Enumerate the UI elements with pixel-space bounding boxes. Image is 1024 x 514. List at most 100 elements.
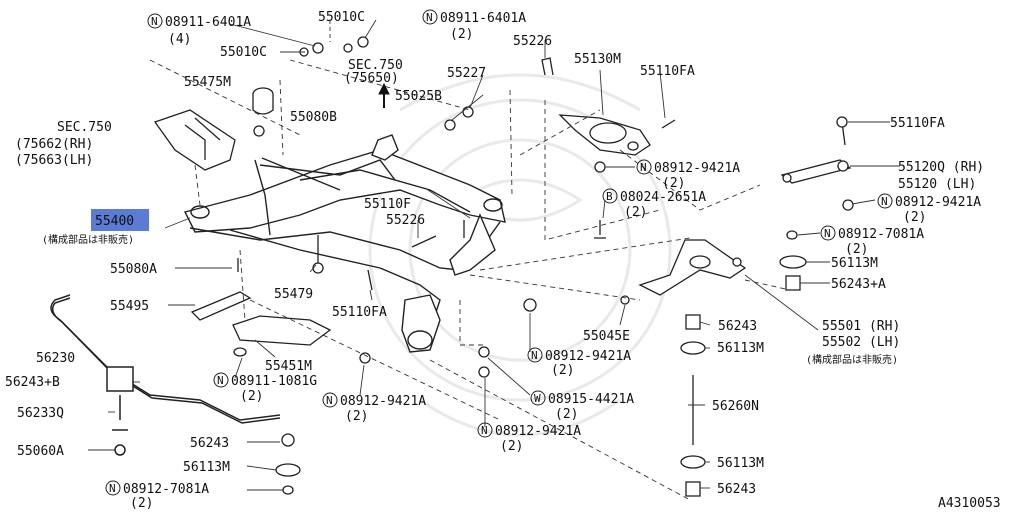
- link-55120q: [780, 116, 854, 211]
- label-56243-a: 56243+A: [831, 277, 886, 292]
- note-not-sold: (構成部品は非販売): [42, 233, 134, 246]
- brackets-lower: [190, 235, 332, 495]
- prefix-w: W: [534, 392, 541, 405]
- label-55080b: 55080B: [290, 110, 337, 125]
- label-56113m-a: 56113M: [831, 256, 878, 271]
- n-circle-icon: [147, 13, 163, 29]
- label-55110fa-mid: 55110FA: [332, 305, 387, 320]
- label-55080a: 55080A: [110, 262, 157, 277]
- bracket-sec750: [153, 109, 236, 171]
- label-55130m: 55130M: [574, 52, 621, 67]
- lower-arm-55501: [620, 239, 747, 305]
- label-56260n: 56260N: [712, 399, 759, 414]
- qty-2: (2): [345, 409, 368, 424]
- part-labels: N 08911-6401A (4) 55010C N 08911-6401A (…: [5, 9, 1001, 511]
- label-55110fa-top: 55110FA: [640, 64, 695, 79]
- mount-55475m: [252, 87, 274, 137]
- label-56243-b-col: 56243: [190, 436, 229, 451]
- label-75663: (75663(LH): [15, 153, 93, 168]
- n-circle-icon: [636, 159, 652, 175]
- label-55010c-mid: 55010C: [220, 45, 267, 60]
- label-08912-7081a-a: 08912-7081A: [838, 227, 924, 242]
- label-75662: (75662(RH): [15, 137, 93, 152]
- label-08911-6401a-left: 08911-6401A: [165, 15, 251, 30]
- qty-2: (2): [500, 439, 523, 454]
- prefix-n: N: [881, 195, 888, 208]
- n-circle-icon: [527, 347, 543, 363]
- label-56243-c: 56243: [717, 482, 756, 497]
- bushings-right: [680, 230, 807, 497]
- label-08912-9421a-a: 08912-9421A: [654, 161, 740, 176]
- label-55110f: 55110F: [364, 197, 411, 212]
- label-55060a: 55060A: [17, 444, 64, 459]
- fasteners: [299, 36, 606, 378]
- label-56233q: 56233Q: [17, 406, 64, 421]
- label-55120: 55120 (LH): [898, 177, 976, 192]
- label-08911-6401a-right: 08911-6401A: [440, 11, 526, 26]
- qty-2: (2): [555, 407, 578, 422]
- label-55010c-top: 55010C: [318, 10, 365, 25]
- prefix-n: N: [151, 15, 158, 28]
- stabilizer-bar-56230: [50, 294, 281, 456]
- label-55451m: 55451M: [265, 359, 312, 374]
- prefix-n: N: [531, 349, 538, 362]
- note-not-sold-2: (構成部品は非販売): [806, 353, 898, 366]
- b-circle-icon: [602, 188, 618, 204]
- qty-2: (2): [240, 389, 263, 404]
- w-circle-icon: [530, 390, 546, 406]
- n-circle-icon: [477, 422, 493, 438]
- label-08911-1081g: 08911-1081G: [231, 374, 317, 389]
- label-55045e: 55045E: [583, 329, 630, 344]
- subframe-assembly: [183, 134, 506, 353]
- qty-2: (2): [662, 176, 685, 191]
- label-55475m: 55475M: [184, 75, 231, 90]
- label-55025b: 55025B: [395, 89, 442, 104]
- label-55502: 55502 (LH): [822, 335, 900, 350]
- prefix-n: N: [481, 424, 488, 437]
- label-56113m-b: 56113M: [717, 341, 764, 356]
- n-circle-icon: [322, 392, 338, 408]
- label-sec750-left: SEC.750: [57, 120, 112, 135]
- label-08912-7081a-b: 08912-7081A: [123, 482, 209, 497]
- prefix-b: B: [606, 190, 613, 203]
- n-circle-icon: [422, 9, 438, 25]
- n-circle-icon: [213, 372, 229, 388]
- label-56230: 56230: [36, 351, 75, 366]
- label-55226-top: 55226: [513, 34, 552, 49]
- label-08912-9421a-c: 08912-9421A: [545, 349, 631, 364]
- label-55110fa-right: 55110FA: [890, 116, 945, 131]
- label-08912-9421a-b: 08912-9421A: [895, 195, 981, 210]
- label-55501: 55501 (RH): [822, 319, 900, 334]
- upper-arm-55130m: [541, 57, 676, 156]
- qty-2: (2): [130, 496, 153, 510]
- prefix-n: N: [824, 227, 831, 240]
- diagram-id: A4310053: [938, 496, 1001, 510]
- qty-2: (2): [551, 363, 574, 378]
- n-circle-icon: [105, 480, 121, 496]
- label-55120q: 55120Q (RH): [898, 160, 984, 175]
- qty-4: (4): [168, 32, 191, 47]
- prefix-n: N: [326, 394, 333, 407]
- n-circle-icon: [820, 225, 836, 241]
- label-56113m-d: 56113M: [183, 460, 230, 475]
- label-56243-b: 56243+B: [5, 375, 60, 390]
- label-55226-mid: 55226: [386, 213, 425, 228]
- qty-2: (2): [845, 242, 868, 257]
- prefix-n: N: [640, 161, 647, 174]
- label-55400: 55400: [95, 214, 134, 229]
- label-08915-4421a: 08915-4421A: [548, 392, 634, 407]
- n-circle-icon: [877, 193, 893, 209]
- label-55227: 55227: [447, 66, 486, 81]
- label-08024-2651a: 08024-2651A: [620, 190, 706, 205]
- prefix-n: N: [217, 374, 224, 387]
- label-75650: (75650): [344, 71, 399, 86]
- qty-2: (2): [903, 210, 926, 225]
- highlight-55400: [91, 209, 149, 231]
- label-55495: 55495: [110, 299, 149, 314]
- label-56113m-c: 56113M: [717, 456, 764, 471]
- direction-arrow: [378, 82, 390, 108]
- qty-2: (2): [624, 205, 647, 220]
- label-56243-a-col: 56243: [718, 319, 757, 334]
- label-sec750-top: SEC.750: [348, 58, 403, 73]
